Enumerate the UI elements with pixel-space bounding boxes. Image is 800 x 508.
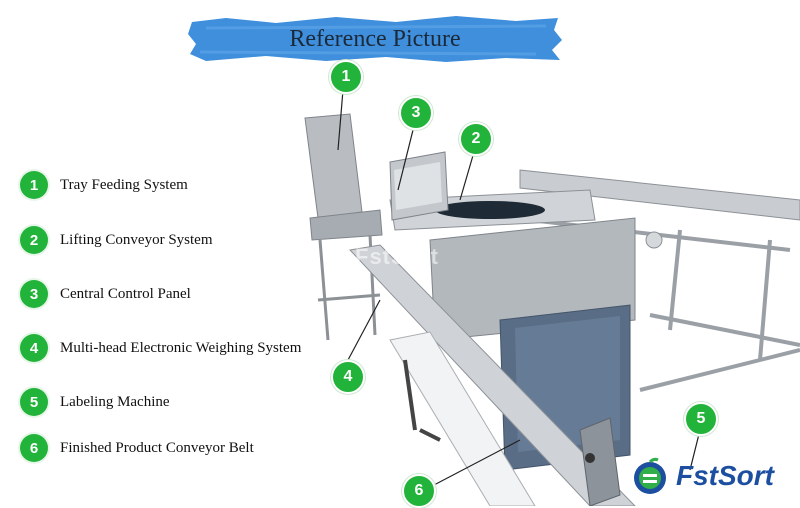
apple-logo-icon [634, 457, 666, 494]
component-legend: 1 Tray Feeding System 2 Lifting Conveyor… [20, 170, 350, 470]
machine-photo [304, 113, 800, 506]
title-banner: Reference Picture [186, 14, 564, 64]
labeling-machine [579, 417, 621, 506]
legend-item: 1 Tray Feeding System [20, 170, 188, 200]
brush-stroke-background [188, 16, 562, 62]
number-badge: 2 [20, 226, 48, 254]
callout-2: 2 [459, 122, 493, 156]
product-conveyor [348, 244, 636, 506]
legend-item: 3 Central Control Panel [20, 279, 191, 309]
legend-item: 6 Finished Product Conveyor Belt [20, 433, 254, 463]
legend-item: 4 Multi-head Electronic Weighing System [20, 333, 301, 363]
legend-label: Lifting Conveyor System [60, 231, 213, 248]
legend-label: Finished Product Conveyor Belt [60, 439, 254, 456]
legend-label: Central Control Panel [60, 285, 191, 302]
number-badge: 3 [20, 280, 48, 308]
callout-5: 5 [684, 402, 718, 436]
legend-label: Tray Feeding System [60, 176, 188, 193]
callout-6: 6 [402, 474, 436, 508]
callout-3: 3 [399, 96, 433, 130]
banner-title: Reference Picture [289, 26, 461, 52]
tray-feeder [304, 113, 383, 341]
number-badge: 1 [20, 171, 48, 199]
brand-logo: FstSort [630, 454, 774, 498]
control-panel [389, 151, 449, 221]
legend-item: 5 Labeling Machine [20, 387, 170, 417]
legend-item: 2 Lifting Conveyor System [20, 225, 213, 255]
number-badge: 6 [20, 434, 48, 462]
brand-name: FstSort [676, 460, 774, 491]
legend-label: Labeling Machine [60, 393, 170, 410]
watermark: FstSort [355, 244, 439, 269]
legend-label: Multi-head Electronic Weighing System [60, 339, 302, 356]
number-badge: 4 [20, 334, 48, 362]
callout-4: 4 [331, 360, 365, 394]
number-badge: 5 [20, 388, 48, 416]
callout-1: 1 [329, 60, 363, 94]
